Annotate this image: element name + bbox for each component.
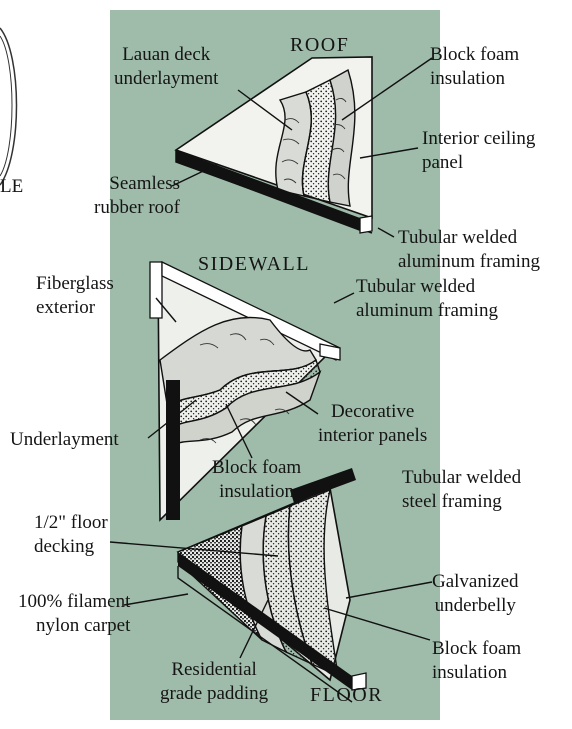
floor-label-steel-framing: Tubular welded steel framing xyxy=(402,466,521,514)
sidewall-label-block-foam: Block foam insulation xyxy=(212,456,301,504)
sidewall-title: SIDEWALL xyxy=(198,253,310,276)
floor-label-residential-padding: Residential grade padding xyxy=(160,658,268,706)
sidewall-label-decorative-panels: Decorative interior panels xyxy=(318,400,427,448)
roof-title: ROOF xyxy=(290,34,349,57)
floor-label-floor-decking: 1/2" floor decking xyxy=(34,511,108,559)
roof-label-block-foam: Block foam insulation xyxy=(430,43,519,91)
floor-title: FLOOR xyxy=(310,684,383,707)
roof-label-rubber-roof: Seamless rubber roof xyxy=(60,172,180,220)
floor-label-galvanized-underbelly: Galvanized underbelly xyxy=(432,570,519,618)
floor-label-nylon-carpet: 100% filament nylon carpet xyxy=(18,590,130,638)
floor-label-block-foam: Block foam insulation xyxy=(432,637,521,685)
cut-off-label: LE xyxy=(0,176,23,198)
sidewall-label-underlayment: Underlayment xyxy=(10,428,119,452)
roof-label-interior-ceiling: Interior ceiling panel xyxy=(422,127,535,175)
sidewall-label-aluminum-framing: Tubular welded aluminum framing xyxy=(356,275,498,323)
roof-label-lauan-deck: Lauan deck underlayment xyxy=(114,43,218,91)
cut-off-circle xyxy=(0,28,17,185)
sidewall-label-fiberglass: Fiberglass exterior xyxy=(36,272,114,320)
roof-label-aluminum-framing: Tubular welded aluminum framing xyxy=(398,226,540,274)
